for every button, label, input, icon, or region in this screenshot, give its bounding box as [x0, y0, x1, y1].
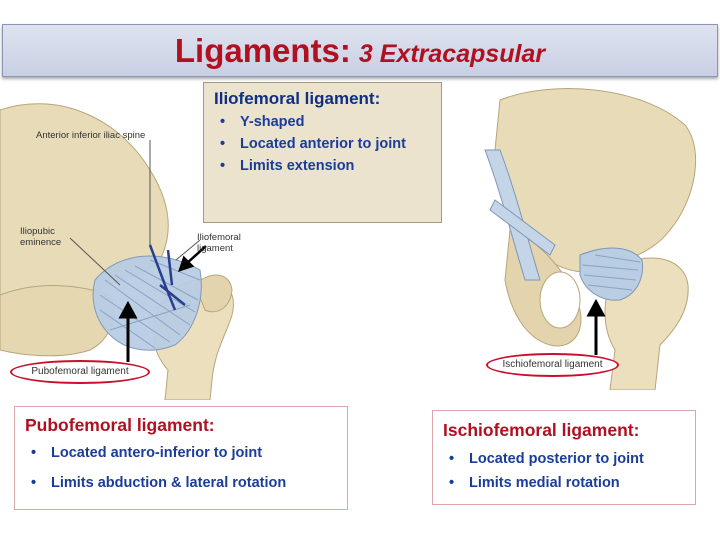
ischiofemoral-fibers: [581, 254, 641, 291]
pubofemoral-arrow: [118, 300, 138, 362]
list-item: •Limits extension: [220, 158, 355, 174]
posterior-hip-illustration: [484, 88, 697, 390]
ischiofemoral-heading: Ischiofemoral ligament:: [443, 420, 640, 440]
slide-title: Ligaments:: [174, 32, 351, 69]
asis-label: Anterior inferior iliac spine: [36, 130, 146, 141]
y-ligament-lines: [148, 244, 186, 311]
pubofemoral-bullet-list: •Located antero-inferior to joint •Limit…: [25, 444, 337, 493]
list-item: •Located posterior to joint: [449, 451, 644, 467]
eminence-pointer: [69, 237, 121, 286]
title-bar: Ligaments:3 Extracapsular: [2, 24, 718, 77]
iliofemoral-pointer: [175, 239, 201, 261]
iliofemoral-heading: Iliofemoral ligament:: [214, 89, 381, 108]
bullet-text: Located antero-inferior to joint: [51, 445, 263, 461]
bullet-text: Limits abduction & lateral rotation: [51, 475, 287, 491]
greater-trochanter: [194, 274, 233, 313]
ischiofemoral-arrow: [586, 298, 606, 355]
ischiofemoral-ligament-band: [579, 247, 644, 301]
iliofemoral-label-line1: Iliofemoral: [197, 232, 241, 243]
iliopubic-eminence-label: Iliopubic eminence: [20, 226, 61, 248]
list-item: •Limits abduction & lateral rotation: [31, 475, 287, 491]
list-item: •Located antero-inferior to joint: [31, 445, 263, 461]
list-item: •Limits medial rotation: [449, 475, 620, 491]
pubofemoral-info-box: Pubofemoral ligament: •Located antero-in…: [14, 406, 348, 510]
ischiofemoral-bullet-list: •Located posterior to joint •Limits medi…: [443, 450, 685, 493]
iliofemoral-info-box: Iliofemoral ligament: •Y-shaped •Located…: [203, 82, 442, 223]
iliofemoral-arrow: [178, 245, 207, 272]
pubofemoral-oval-label: Pubofemoral ligament: [10, 360, 150, 384]
bullet-text: Limits extension: [240, 158, 355, 174]
sacrospinous-ligament: [489, 199, 556, 256]
iliopubic-label-line1: Iliopubic: [20, 226, 55, 237]
anterior-hip-illustration: [0, 103, 234, 400]
obturator-foramen: [539, 271, 581, 329]
list-item: •Located anterior to joint: [220, 136, 406, 152]
iliofemoral-label-line2: ligament: [197, 243, 233, 254]
bullet-text: Located anterior to joint: [240, 136, 406, 152]
bullet-text: Located posterior to joint: [469, 451, 644, 467]
list-item: •Y-shaped: [220, 114, 305, 130]
iliofemoral-bullet-list: •Y-shaped •Located anterior to joint •Li…: [214, 113, 431, 176]
ischiofemoral-oval-label: Ischiofemoral ligament: [486, 353, 619, 377]
ischiofemoral-info-box: Ischiofemoral ligament: •Located posteri…: [432, 410, 696, 505]
iliofemoral-figure-label: Iliofemoral ligament: [197, 232, 241, 254]
slide-subtitle: 3 Extracapsular: [358, 40, 546, 68]
ligament-capsule: [92, 255, 202, 351]
bullet-text: Limits medial rotation: [469, 475, 620, 491]
iliopubic-label-line2: eminence: [20, 237, 62, 248]
pubofemoral-heading: Pubofemoral ligament:: [25, 415, 215, 435]
bullet-text: Y-shaped: [240, 114, 305, 130]
